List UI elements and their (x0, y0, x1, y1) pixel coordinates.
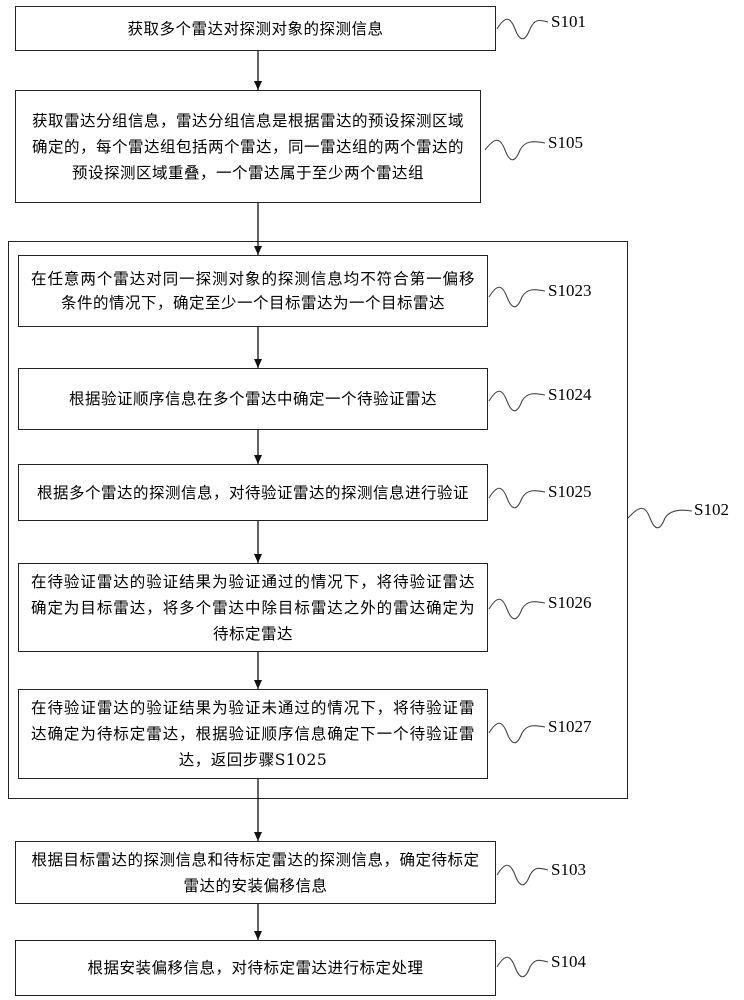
step-s1027-box: 在待验证雷达的验证结果为验证未通过的情况下，将待验证雷达确定为待标定雷达，根据验… (18, 689, 488, 779)
step-s104-box: 根据安装偏移信息，对待标定雷达进行标定处理 (15, 940, 496, 996)
step-s101-box: 获取多个雷达对探测对象的探测信息 (15, 6, 496, 51)
step-s1026-text: 在待验证雷达的验证结果为验证通过的情况下，将待验证雷达确定为目标雷达，将多个雷达… (31, 572, 475, 643)
step-s1025-label: S1025 (548, 482, 592, 501)
step-s1023-label: S1023 (548, 281, 592, 300)
leader-s105 (484, 139, 546, 161)
step-s103-box: 根据目标雷达的探测信息和待标定雷达的探测信息，确定待标定雷达的安装偏移信息 (15, 841, 496, 904)
step-s105-box: 获取雷达分组信息，雷达分组信息是根据雷达的预设探测区域确定的，每个雷达组包括两个… (15, 90, 481, 203)
leader-s1027 (488, 722, 546, 744)
leader-s1023 (488, 286, 546, 308)
step-s104-label: S104 (551, 952, 586, 971)
leader-s1026 (488, 598, 546, 620)
step-s1025-text: 根据多个雷达的探测信息，对待验证雷达的探测信息进行验证 (36, 483, 469, 502)
step-s103-text: 根据目标雷达的探测信息和待标定雷达的探测信息，确定待标定雷达的安装偏移信息 (31, 850, 480, 895)
leader-s1024 (488, 390, 546, 412)
step-s1026-box: 在待验证雷达的验证结果为验证通过的情况下，将待验证雷达确定为目标雷达，将多个雷达… (18, 563, 488, 652)
step-s1023-text: 在任意两个雷达对同一探测对象的探测信息均不符合第一偏移条件的情况下，确定至少一个… (31, 270, 475, 312)
step-s101-label: S101 (551, 12, 586, 31)
step-s104-text: 根据安装偏移信息，对待标定雷达进行标定处理 (87, 959, 424, 977)
step-s105-text: 获取雷达分组信息，雷达分组信息是根据雷达的预设探测区域确定的，每个雷达组包括两个… (32, 111, 465, 182)
step-s1024-label: S1024 (548, 385, 592, 404)
step-s1023-box: 在任意两个雷达对同一探测对象的探测信息均不符合第一偏移条件的情况下，确定至少一个… (18, 255, 488, 327)
step-s1027-text: 在待验证雷达的验证结果为验证未通过的情况下，将待验证雷达确定为待标定雷达，根据验… (31, 699, 475, 769)
leader-s102 (627, 507, 693, 529)
step-s103-label: S103 (551, 860, 586, 879)
leader-s101 (496, 18, 549, 40)
step-s1025-box: 根据多个雷达的探测信息，对待验证雷达的探测信息进行验证 (18, 464, 488, 521)
step-s102-group (8, 241, 628, 799)
leader-s104 (496, 956, 549, 978)
step-s102-label: S102 (694, 500, 729, 519)
step-s1026-label: S1026 (548, 593, 592, 612)
step-s1024-text: 根据验证顺序信息在多个雷达中确定一个待验证雷达 (68, 390, 437, 408)
step-s1024-box: 根据验证顺序信息在多个雷达中确定一个待验证雷达 (18, 368, 488, 430)
leader-s1025 (488, 487, 546, 509)
step-s101-text: 获取多个雷达对探测对象的探测信息 (127, 19, 384, 38)
step-s1027-label: S1027 (548, 717, 592, 736)
step-s105-label: S105 (548, 133, 583, 152)
leader-s103 (496, 864, 549, 886)
